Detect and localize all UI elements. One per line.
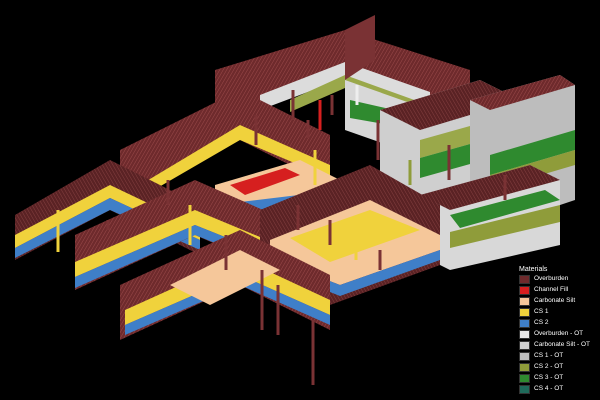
legend-item: CS 2 (519, 319, 599, 330)
legend-item: CS 4 - OT (519, 385, 599, 396)
legend-item: CS 1 - OT (519, 352, 599, 363)
legend-label: Carbonate Silt (534, 298, 575, 305)
legend-swatch (519, 297, 530, 306)
legend-item: Overburden - OT (519, 330, 599, 341)
legend-item: Channel Fill (519, 286, 599, 297)
legend-label: CS 2 - OT (534, 364, 563, 371)
legend-label: CS 2 (534, 320, 548, 327)
legend-swatch (519, 385, 530, 394)
legend-swatch (519, 308, 530, 317)
legend-label: CS 1 - OT (534, 353, 563, 360)
legend-item: Carbonate Silt - OT (519, 341, 599, 352)
legend-label: Carbonate Silt - OT (534, 342, 590, 349)
legend-rows: OverburdenChannel FillCarbonate Silt CS 1… (519, 275, 599, 396)
legend-swatch (519, 286, 530, 295)
legend-swatch (519, 341, 530, 350)
legend-swatch (519, 319, 530, 328)
legend-swatch (519, 374, 530, 383)
legend-label: CS 1 (534, 309, 548, 316)
legend-item: Carbonate Silt (519, 297, 599, 308)
legend-swatch (519, 352, 530, 361)
legend-label: Overburden (534, 276, 568, 283)
legend-item: CS 2 - OT (519, 363, 599, 374)
materials-legend: Materials OverburdenChannel FillCarbonat… (519, 266, 599, 396)
legend-label: Overburden - OT (534, 331, 583, 338)
legend-title: Materials (519, 266, 599, 273)
legend-swatch (519, 330, 530, 339)
legend-item: Overburden (519, 275, 599, 286)
legend-label: CS 3 - OT (534, 375, 563, 382)
legend-label: CS 4 - OT (534, 386, 563, 393)
legend-label: Channel Fill (534, 287, 568, 294)
legend-item: CS 3 - OT (519, 374, 599, 385)
legend-swatch (519, 363, 530, 372)
legend-item: CS 1 (519, 308, 599, 319)
legend-swatch (519, 275, 530, 284)
